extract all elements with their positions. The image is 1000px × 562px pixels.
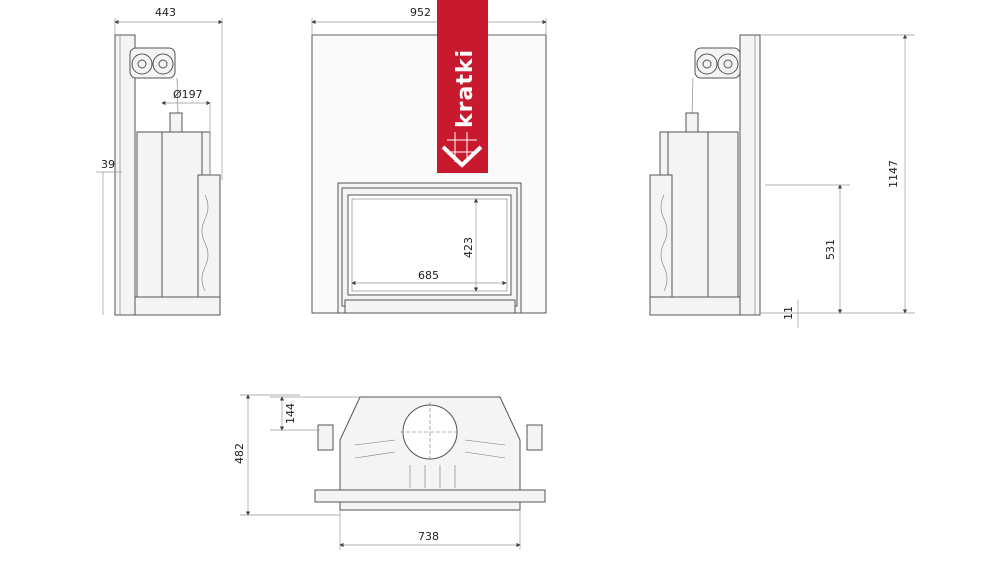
dim-total-height: 1147 [887,160,900,188]
kratki-logo-text: kratki [453,49,478,128]
left-side-view: 443 Ø197 39 [96,6,223,316]
kratki-logo-icon [441,132,483,168]
dim-front-width: 952 [410,6,431,19]
right-side-view: 1147 531 11 [649,34,915,328]
dim-plan-depth: 482 [233,443,246,464]
dim-glass-width: 685 [418,269,439,282]
dim-foot-height: 11 [782,306,795,320]
flue-outlet-icon [131,53,153,75]
dim-glass-height: 423 [462,237,475,258]
dim-flue-diameter: Ø197 [173,88,203,101]
dim-side-depth: 443 [155,6,176,19]
dim-base-height: 531 [824,239,837,260]
dim-plan-offset: 144 [284,403,297,424]
dim-plan-width: 738 [418,530,439,543]
front-view: 952 685 423 [311,6,547,314]
kratki-logo-banner: kratki [437,0,488,173]
plan-view: 144 482 738 [233,394,546,550]
dim-side-offset: 39 [101,158,115,171]
